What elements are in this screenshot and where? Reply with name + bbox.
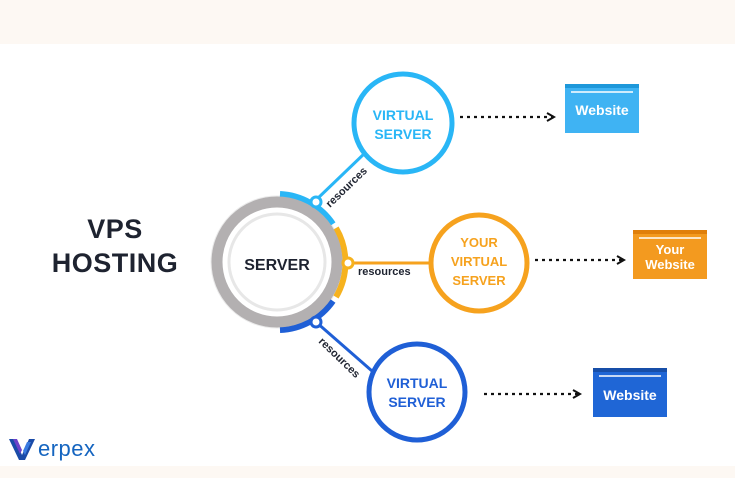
virtual-server-bottom-line2: SERVER [388,394,445,410]
footer-band [0,466,735,478]
title-line1: VPS [87,214,143,244]
virtual-server-top-line1: VIRTUAL [373,107,434,123]
website-middle-line1: Your [656,242,685,257]
virtual-server-top-line2: SERVER [374,126,431,142]
connector-dot-top [309,195,323,209]
website-box-bottom: Website [593,368,667,417]
connector-line-top [314,150,368,202]
your-virtual-server-line2: VIRTUAL [451,254,507,269]
your-virtual-server-line1: YOUR [460,235,498,250]
vps-hosting-title: VPS HOSTING [40,212,190,280]
virtual-server-node-top: VIRTUAL SERVER [351,71,455,175]
website-top-label: Website [575,102,629,118]
title-line2: HOSTING [51,248,179,278]
connector-dot-bottom [309,315,323,329]
verpex-wordmark: erpex [38,436,96,461]
verpex-v-icon [9,439,35,460]
website-bottom-label: Website [603,387,657,403]
website-box-top: Website [565,84,639,133]
connector-dot-middle [341,256,355,270]
connector-label-middle: resources [358,266,411,278]
virtual-server-node-bottom: VIRTUAL SERVER [366,341,468,443]
your-virtual-server-line3: SERVER [452,273,506,288]
header-band [0,0,735,44]
website-box-middle: Your Website [633,230,707,279]
server-node: SERVER [210,191,349,333]
server-label: SERVER [244,257,310,274]
website-middle-line2: Website [645,257,695,272]
connector-line-bottom [315,320,381,380]
your-virtual-server-node: YOUR VIRTUAL SERVER [428,212,530,314]
verpex-logo: erpex [8,434,96,464]
virtual-server-bottom-line1: VIRTUAL [387,375,448,391]
